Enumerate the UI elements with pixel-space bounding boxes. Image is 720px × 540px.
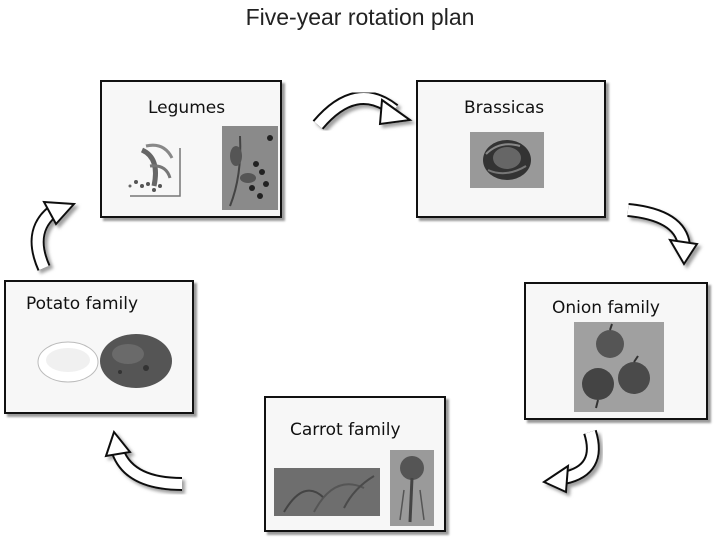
onion-family-card: Onion family bbox=[524, 282, 708, 420]
brassicas-card: Brassicas bbox=[416, 80, 606, 218]
carrot-family-label: Carrot family bbox=[290, 420, 401, 440]
bean-plant-photo-icon bbox=[222, 126, 278, 210]
legumes-label: Legumes bbox=[148, 98, 225, 118]
onion-family-label: Onion family bbox=[552, 298, 660, 318]
arrow-legumes-to-brassicas-icon bbox=[318, 98, 410, 125]
legumes-card: Legumes bbox=[100, 80, 282, 218]
onions-photo-icon bbox=[574, 322, 664, 412]
arrow-carrot-to-potato-icon bbox=[106, 432, 182, 484]
pea-pod-illustration-icon bbox=[120, 138, 184, 200]
potato-family-card: Potato family bbox=[4, 280, 194, 414]
arrow-onion-to-carrot-icon bbox=[544, 432, 593, 492]
cabbage-photo-icon bbox=[470, 132, 544, 188]
potato-family-label: Potato family bbox=[26, 294, 138, 314]
brassicas-label: Brassicas bbox=[464, 98, 544, 118]
cut-potato-photo-icon bbox=[36, 338, 100, 386]
carrot-root-photo-icon bbox=[390, 450, 434, 526]
arrow-potato-to-legumes-icon bbox=[38, 202, 74, 268]
carrot-family-card: Carrot family bbox=[264, 396, 446, 532]
carrot-leaves-photo-icon bbox=[274, 468, 380, 516]
arrow-brassicas-to-onion-icon bbox=[628, 210, 697, 264]
whole-potato-photo-icon bbox=[98, 332, 174, 390]
